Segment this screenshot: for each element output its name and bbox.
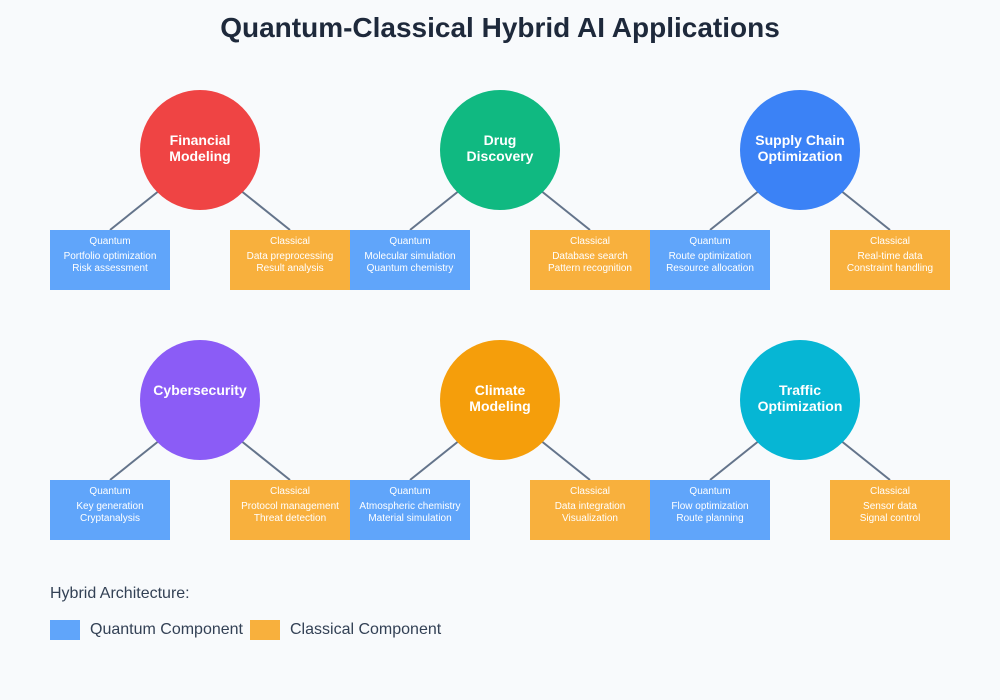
- traffic-optimization-classical-connector: [839, 439, 891, 481]
- classical-box-item: Protocol management: [241, 501, 339, 512]
- quantum-box-label: Quantum: [689, 236, 731, 247]
- legend-quantum-label: Quantum Component: [90, 621, 243, 638]
- classical-box-item: Sensor data: [863, 501, 917, 512]
- climate-modeling-node: Climate Modeling: [440, 340, 560, 460]
- classical-box-item: Data integration: [554, 501, 626, 512]
- financial-modeling-quantum-connector: [109, 189, 161, 231]
- node-label: Cybersecurity: [153, 382, 247, 398]
- classical-box-item: Signal control: [859, 513, 921, 524]
- supply-chain-optimization-quantum-connector: [709, 189, 761, 231]
- quantum-box-item: Risk assessment: [72, 263, 148, 274]
- classical-box-label: Classical: [869, 486, 910, 497]
- classical-box-item: Constraint handling: [846, 263, 934, 274]
- classical-box-label: Classical: [269, 486, 310, 497]
- quantum-box-item: Atmospheric chemistry: [359, 501, 461, 512]
- quantum-box-item: Resource allocation: [666, 263, 754, 274]
- cybersecurity-node: Cybersecurity: [140, 340, 260, 460]
- quantum-box-item: Flow optimization: [671, 501, 749, 512]
- legend-classical-label: Classical Component: [290, 621, 442, 638]
- quantum-box-item: Material simulation: [368, 513, 452, 524]
- financial-modeling-classical-connector: [239, 189, 291, 231]
- classical-box-label: Classical: [269, 236, 310, 247]
- legend-quantum-swatch: [50, 620, 80, 640]
- cybersecurity-classical-connector: [239, 439, 291, 481]
- supply-chain-optimization-node: Supply Chain Optimization: [740, 90, 860, 210]
- classical-box-item: Pattern recognition: [548, 263, 632, 274]
- financial-modeling-node: Financial Modeling: [140, 90, 260, 210]
- quantum-box-item: Key generation: [76, 501, 144, 512]
- traffic-optimization-quantum-connector: [709, 439, 761, 481]
- quantum-box-label: Quantum: [389, 486, 431, 497]
- quantum-box-label: Quantum: [689, 486, 731, 497]
- legend-title: Hybrid Architecture:: [50, 585, 190, 602]
- node-label: Traffic Optimization: [757, 382, 843, 414]
- quantum-box-label: Quantum: [89, 236, 131, 247]
- classical-box-item: Database search: [552, 251, 628, 262]
- classical-box-label: Classical: [869, 236, 910, 247]
- quantum-box-label: Quantum: [389, 236, 431, 247]
- quantum-box-item: Portfolio optimization: [63, 251, 157, 262]
- classical-box-item: Real-time data: [857, 251, 923, 262]
- node-label: Climate Modeling: [469, 382, 531, 414]
- node-label: Supply Chain Optimization: [755, 132, 845, 164]
- node-label: Drug Discovery: [466, 132, 534, 164]
- node-label: Financial Modeling: [169, 132, 231, 164]
- quantum-box-item: Route optimization: [668, 251, 752, 262]
- traffic-optimization-node: Traffic Optimization: [740, 340, 860, 460]
- classical-box-item: Data preprocessing: [246, 251, 334, 262]
- classical-box-item: Threat detection: [253, 513, 327, 524]
- classical-box-item: Result analysis: [256, 263, 324, 274]
- drug-discovery-quantum-connector: [409, 189, 461, 231]
- classical-box-item: Visualization: [562, 513, 618, 524]
- diagram-title: Quantum-Classical Hybrid AI Applications: [220, 12, 780, 43]
- quantum-box-item: Molecular simulation: [364, 251, 456, 262]
- quantum-box-item: Cryptanalysis: [79, 513, 141, 524]
- quantum-box-item: Route planning: [676, 513, 744, 524]
- cybersecurity-quantum-connector: [109, 439, 161, 481]
- quantum-box-label: Quantum: [89, 486, 131, 497]
- quantum-box-item: Quantum chemistry: [366, 263, 454, 274]
- classical-box-label: Classical: [569, 236, 610, 247]
- drug-discovery-classical-connector: [539, 189, 591, 231]
- supply-chain-optimization-classical-connector: [839, 189, 891, 231]
- climate-modeling-quantum-connector: [409, 439, 461, 481]
- drug-discovery-node: Drug Discovery: [440, 90, 560, 210]
- classical-box-label: Classical: [569, 486, 610, 497]
- climate-modeling-classical-connector: [539, 439, 591, 481]
- legend-classical-swatch: [250, 620, 280, 640]
